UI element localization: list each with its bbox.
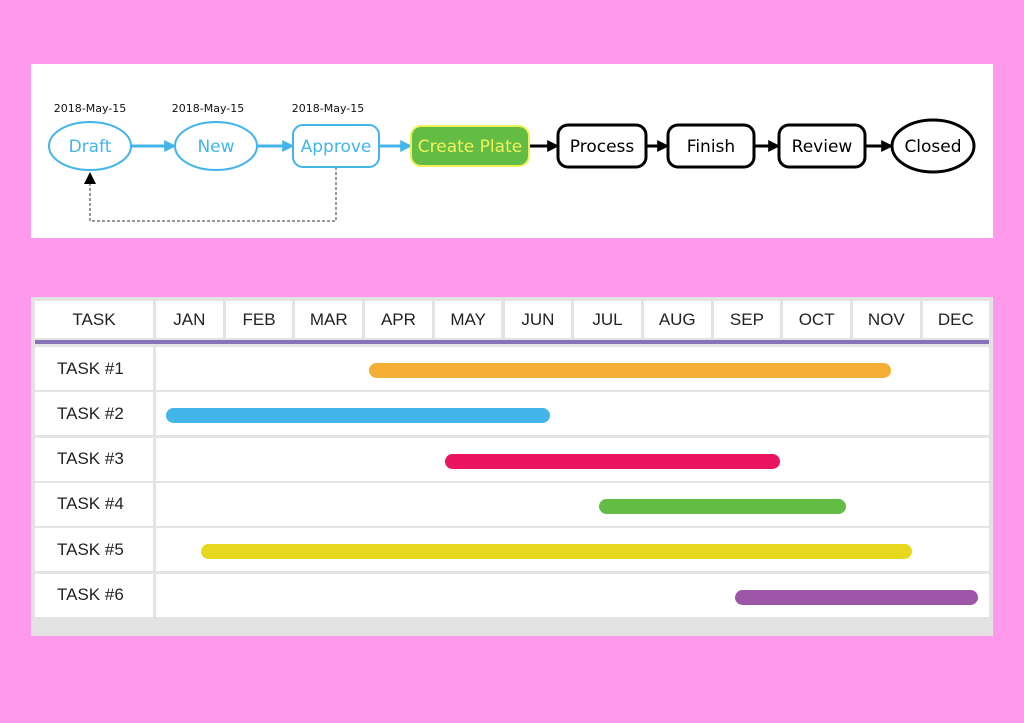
loop-back-arrowhead — [84, 172, 96, 184]
header-month-jan: JAN — [156, 301, 223, 338]
header-task: TASK — [35, 301, 153, 338]
step-shape — [556, 123, 648, 169]
header-month-dec: DEC — [922, 301, 989, 338]
step-shape — [666, 123, 756, 169]
step-shape — [410, 125, 530, 167]
task-label: TASK #3 — [35, 437, 153, 481]
header-month-feb: FEB — [225, 301, 293, 338]
header-month-oct: OCT — [783, 301, 850, 338]
step-shape — [292, 124, 380, 168]
header-divider — [35, 340, 989, 344]
workflow-step-new: New 2018-May-15 — [172, 102, 258, 171]
workflow-step-finish: Finish — [666, 123, 756, 169]
step-label: New — [197, 137, 234, 157]
workflow-step-closed: Closed — [890, 118, 976, 174]
workflow-step-draft: Draft 2018-May-15 — [48, 102, 132, 171]
step-label: Finish — [687, 137, 735, 157]
step-date: 2018-May-15 — [292, 102, 364, 115]
task-label: TASK #5 — [35, 528, 153, 572]
task-bar-6 — [734, 589, 979, 605]
task-bar-5 — [201, 544, 913, 560]
workflow-step-create-plate: Create Plate — [410, 125, 530, 167]
workflow-step-review: Review — [777, 123, 867, 169]
step-label: Approve — [301, 137, 372, 157]
task-bar-2 — [166, 408, 550, 424]
task-bar-1 — [368, 363, 892, 378]
header-month-jul: JUL — [574, 301, 641, 338]
step-label: Process — [570, 137, 635, 157]
task-row-track — [156, 482, 989, 526]
task-label: TASK #6 — [35, 573, 153, 617]
step-date: 2018-May-15 — [54, 102, 126, 115]
header-month-aug: AUG — [643, 301, 711, 338]
step-label: Closed — [904, 137, 961, 157]
task-bar-4 — [598, 498, 847, 514]
step-shape — [48, 121, 132, 171]
header-month-jun: JUN — [504, 301, 572, 338]
step-date: 2018-May-15 — [172, 102, 244, 115]
loop-back-connector — [89, 167, 337, 222]
step-shape — [777, 123, 867, 169]
task-label: TASK #1 — [35, 347, 153, 390]
header-month-sep: SEP — [713, 301, 781, 338]
step-label: Create Plate — [418, 137, 522, 157]
step-label: Draft — [69, 137, 112, 157]
step-shape — [890, 118, 976, 174]
header-month-apr: APR — [365, 301, 432, 338]
header-month-mar: MAR — [295, 301, 363, 338]
header-month-may: MAY — [434, 301, 502, 338]
step-label: Review — [792, 137, 853, 157]
workflow-step-process: Process — [556, 123, 648, 169]
workflow-step-approve: Approve 2018-May-15 — [292, 102, 380, 168]
step-shape — [174, 121, 258, 171]
header-month-nov: NOV — [853, 301, 920, 338]
task-label: TASK #2 — [35, 392, 153, 436]
task-label: TASK #4 — [35, 482, 153, 526]
task-bar-3 — [445, 453, 780, 469]
